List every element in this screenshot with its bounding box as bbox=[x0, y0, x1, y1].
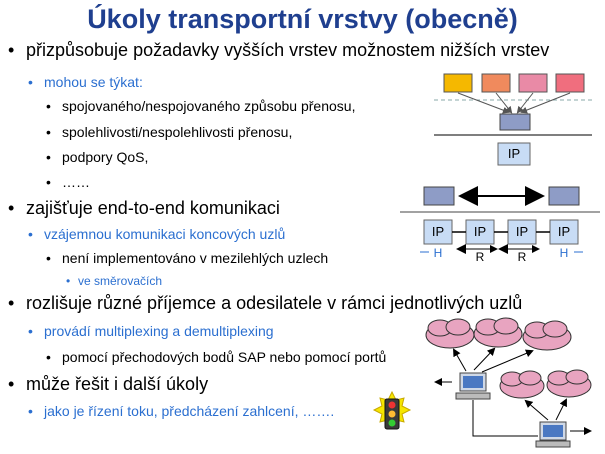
bullet-text: podpory QoS, bbox=[62, 149, 149, 165]
bullet-dot: • bbox=[28, 226, 33, 242]
bullet-dot: • bbox=[46, 250, 51, 266]
bullet-dot: • bbox=[46, 174, 51, 190]
bullet-text: pomocí přechodových bodů SAP nebo pomocí… bbox=[62, 349, 387, 365]
bullet-dot: • bbox=[8, 40, 15, 60]
bullet-dot: • bbox=[28, 323, 33, 339]
ip-label: IP bbox=[473, 224, 487, 239]
bullet-text: není implementováno v mezilehlých uzlech bbox=[62, 250, 329, 266]
bullet-text: spolehlivosti/nespolehlivosti přenosu, bbox=[62, 124, 293, 140]
computer-icon bbox=[455, 372, 491, 400]
bullet-dot: • bbox=[46, 124, 51, 140]
end-host-box-left bbox=[423, 186, 455, 206]
host-label: H bbox=[559, 246, 569, 260]
bullet-text: rozlišuje různé příjemce a odesilatele v… bbox=[26, 293, 523, 313]
ip-label: IP bbox=[431, 224, 445, 239]
app-box-2 bbox=[481, 73, 511, 93]
cloud-3 bbox=[522, 320, 572, 351]
bullet-dot: • bbox=[28, 403, 33, 419]
cloud-1 bbox=[425, 318, 475, 349]
computer-icon bbox=[535, 421, 571, 448]
bullet-text: …… bbox=[62, 174, 90, 190]
host-label: H bbox=[433, 246, 443, 260]
bullet-dot: • bbox=[8, 293, 15, 313]
ip-label: IP bbox=[557, 224, 571, 239]
router-label: R bbox=[475, 250, 485, 264]
bullet-text: mohou se týkat: bbox=[44, 74, 143, 90]
bullet-text: jako je řízení toku, předcházení zahlcen… bbox=[44, 403, 335, 419]
app-box-1 bbox=[443, 73, 473, 93]
bullet-text: ve směrovačích bbox=[78, 274, 163, 288]
bullet-text: může řešit i další úkoly bbox=[26, 374, 209, 394]
page-title: Úkoly transportní vrstvy (obecně) bbox=[87, 4, 518, 34]
bullet-dot: • bbox=[46, 349, 51, 365]
app-box-4 bbox=[555, 73, 585, 93]
router-label: R bbox=[517, 250, 527, 264]
app-box-3 bbox=[518, 73, 548, 93]
cloud-5 bbox=[546, 369, 592, 398]
bullet-text: přizpůsobuje požadavky vyšších vrstev mo… bbox=[26, 40, 550, 60]
cloud-4 bbox=[499, 370, 545, 399]
bullet-text: provádí multiplexing a demultiplexing bbox=[44, 323, 274, 339]
bullet-text: zajišťuje end-to-end komunikaci bbox=[26, 198, 280, 218]
ip-label: IP bbox=[515, 224, 529, 239]
bullet-dot: • bbox=[28, 74, 33, 90]
bullet-text: spojovaného/nespojovaného způsobu přenos… bbox=[62, 98, 356, 114]
bullet-text: vzájemnou komunikaci koncových uzlů bbox=[44, 226, 286, 242]
ip-label: IP bbox=[507, 146, 521, 161]
bullet-dot: • bbox=[66, 274, 71, 288]
cloud-2 bbox=[473, 317, 523, 348]
bullet-dot: • bbox=[46, 149, 51, 165]
bullet-dot: • bbox=[8, 374, 15, 394]
transport-box bbox=[499, 113, 531, 131]
end-host-box-right bbox=[548, 186, 580, 206]
bullet-dot: • bbox=[8, 198, 15, 218]
bullet-dot: • bbox=[46, 98, 51, 114]
traffic-light-icon bbox=[372, 390, 412, 430]
